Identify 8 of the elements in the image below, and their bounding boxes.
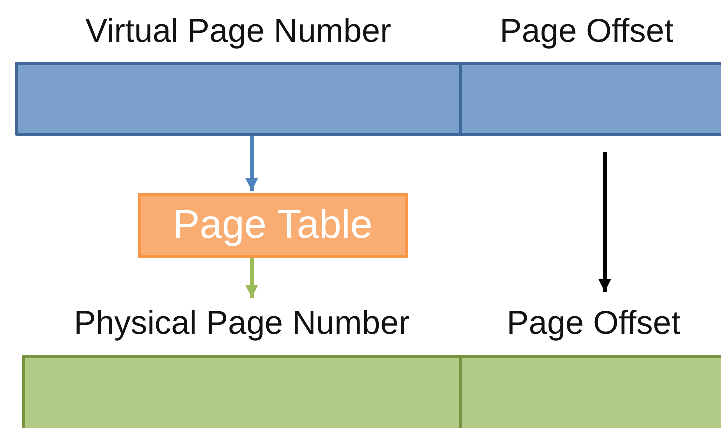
arrow — [598, 152, 612, 292]
field-label: Page Offset — [499, 11, 675, 51]
field-label: Page Offset — [506, 303, 682, 343]
arrow — [246, 136, 258, 191]
arrow — [246, 258, 258, 298]
page-table-box: Page Table — [138, 193, 408, 258]
field-label: Virtual Page Number — [84, 11, 392, 51]
field-label: Physical Page Number — [73, 303, 411, 343]
